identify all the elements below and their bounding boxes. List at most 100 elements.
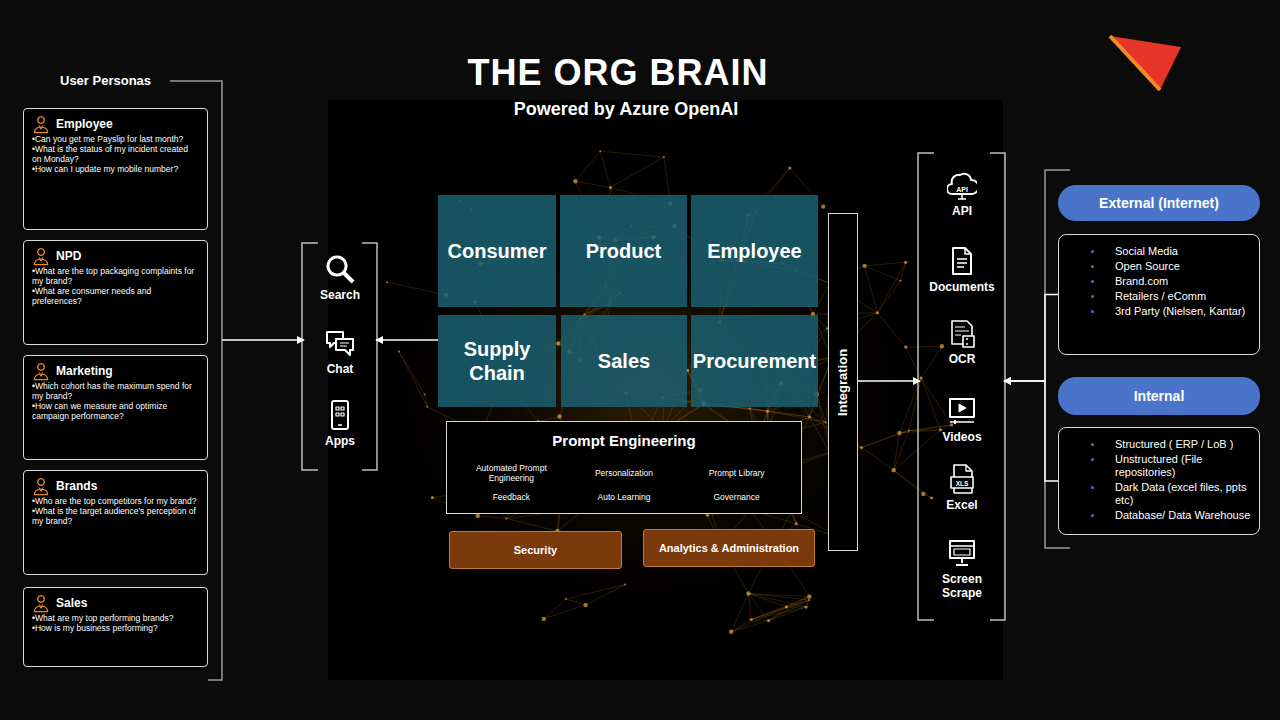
icon-stroke <box>38 249 45 256</box>
icon-stroke <box>34 374 47 380</box>
persona-icon <box>31 114 51 134</box>
node-heading: API <box>952 204 972 218</box>
list-row: Unstructured (File repositories) <box>1059 453 1251 479</box>
network-dot <box>609 186 612 189</box>
node-heading: NPD <box>32 247 199 265</box>
icon-stroke <box>338 424 342 426</box>
network-dot <box>939 428 942 431</box>
icon-stroke <box>39 604 43 608</box>
node-text: •Can you get me Payslip for last month? <box>32 134 199 144</box>
network-line <box>748 594 806 608</box>
network-dot <box>919 376 922 379</box>
icon-stroke <box>340 343 349 346</box>
icon-stroke <box>950 545 974 547</box>
icon-stroke <box>954 420 956 424</box>
network-dot <box>950 423 953 426</box>
network-dot <box>897 431 901 435</box>
icon-stroke <box>336 339 353 355</box>
channel-item: Search <box>304 250 376 310</box>
node-heading: Marketing <box>32 362 199 380</box>
domain-cell: Procurement <box>691 315 818 407</box>
node-heading: Product <box>586 239 662 263</box>
icon-stroke <box>966 339 971 344</box>
network-dot <box>808 599 810 601</box>
network-dot <box>940 344 944 348</box>
network-dot <box>807 594 811 598</box>
network-line <box>894 431 909 471</box>
list-item: Open Source <box>1115 260 1180 273</box>
source-pill: External (Internet) <box>1058 185 1260 221</box>
network-dot <box>904 261 907 264</box>
list-item: Social Media <box>1115 245 1178 258</box>
chat-icon <box>325 328 355 358</box>
icon-stroke <box>332 401 348 429</box>
network-dot <box>750 618 753 621</box>
excel-icon <box>947 464 977 494</box>
network-line <box>921 378 940 430</box>
list-row: Social Media <box>1059 245 1251 258</box>
network-dot <box>795 522 798 525</box>
icon-stroke <box>950 541 974 558</box>
source-list: Structured ( ERP / LoB )Unstructured (Fi… <box>1058 427 1260 535</box>
network-line <box>600 151 664 157</box>
icon-stroke <box>957 259 967 267</box>
source-bracket <box>918 153 1005 620</box>
network-line <box>748 594 751 620</box>
network-line <box>731 594 748 632</box>
network-line <box>751 620 768 621</box>
source-item: API <box>920 166 1004 226</box>
node-heading: Procurement <box>693 349 816 373</box>
network-dot <box>891 468 895 472</box>
node-heading: Analytics & Administration <box>659 542 799 554</box>
node-heading: External (Internet) <box>1099 195 1219 212</box>
icon-stroke <box>954 549 970 555</box>
node-text: •Who are the top competitors for my bran… <box>32 496 199 506</box>
persona-box: NPD•What are the top packaging complaint… <box>23 240 208 345</box>
persona-box: Brands•Who are the top competitors for m… <box>23 470 208 575</box>
node-text: Automated Prompt Engineering <box>455 463 568 483</box>
network-line <box>900 262 905 280</box>
network-line <box>575 151 600 181</box>
network-dot <box>557 414 561 418</box>
network-dot <box>825 421 827 423</box>
network-dot <box>556 341 560 345</box>
network-line <box>575 181 610 187</box>
network-dot <box>766 410 769 413</box>
node-heading: Sales <box>32 594 199 612</box>
brain-panel <box>328 100 1003 680</box>
integration-bar: Integration <box>828 213 858 551</box>
node-text: •Which cohort has the maximum spend for … <box>32 381 199 401</box>
network-line <box>506 518 557 531</box>
network-dot <box>386 281 388 283</box>
network-dot <box>767 619 770 622</box>
network-line <box>906 347 921 378</box>
network-dot <box>860 446 863 449</box>
bullet-dot <box>1091 514 1094 517</box>
network-line <box>557 512 558 531</box>
list-item: 3rd Party (Nielsen, Kantar) <box>1115 305 1245 318</box>
network-dot <box>821 204 825 208</box>
network-dot <box>805 605 808 608</box>
icon-stroke <box>344 273 354 283</box>
icon-stroke <box>38 479 45 486</box>
network-line <box>877 281 900 313</box>
node-heading: Employee <box>707 239 801 263</box>
node-heading: Apps <box>325 434 355 448</box>
api-icon <box>947 170 977 200</box>
icon-stroke <box>39 125 43 129</box>
network-line <box>865 262 906 266</box>
icon-stroke <box>956 558 968 565</box>
node-heading: Consumer <box>448 239 547 263</box>
network-line <box>751 607 786 620</box>
node-text: •What is the target audience's perceptio… <box>32 506 199 526</box>
network-dot <box>505 517 507 519</box>
domain-cell: Consumer <box>438 195 556 307</box>
icon-stroke <box>38 596 45 603</box>
doc-icon <box>947 246 977 276</box>
node-text: •What are consumer needs and preferences… <box>32 286 199 306</box>
channel-item: Apps <box>304 396 376 456</box>
network-line <box>425 394 428 406</box>
icon-stroke <box>947 174 977 194</box>
network-line <box>748 594 786 607</box>
list-item: Dark Data (excel files, ppts etc) <box>1115 481 1251 507</box>
